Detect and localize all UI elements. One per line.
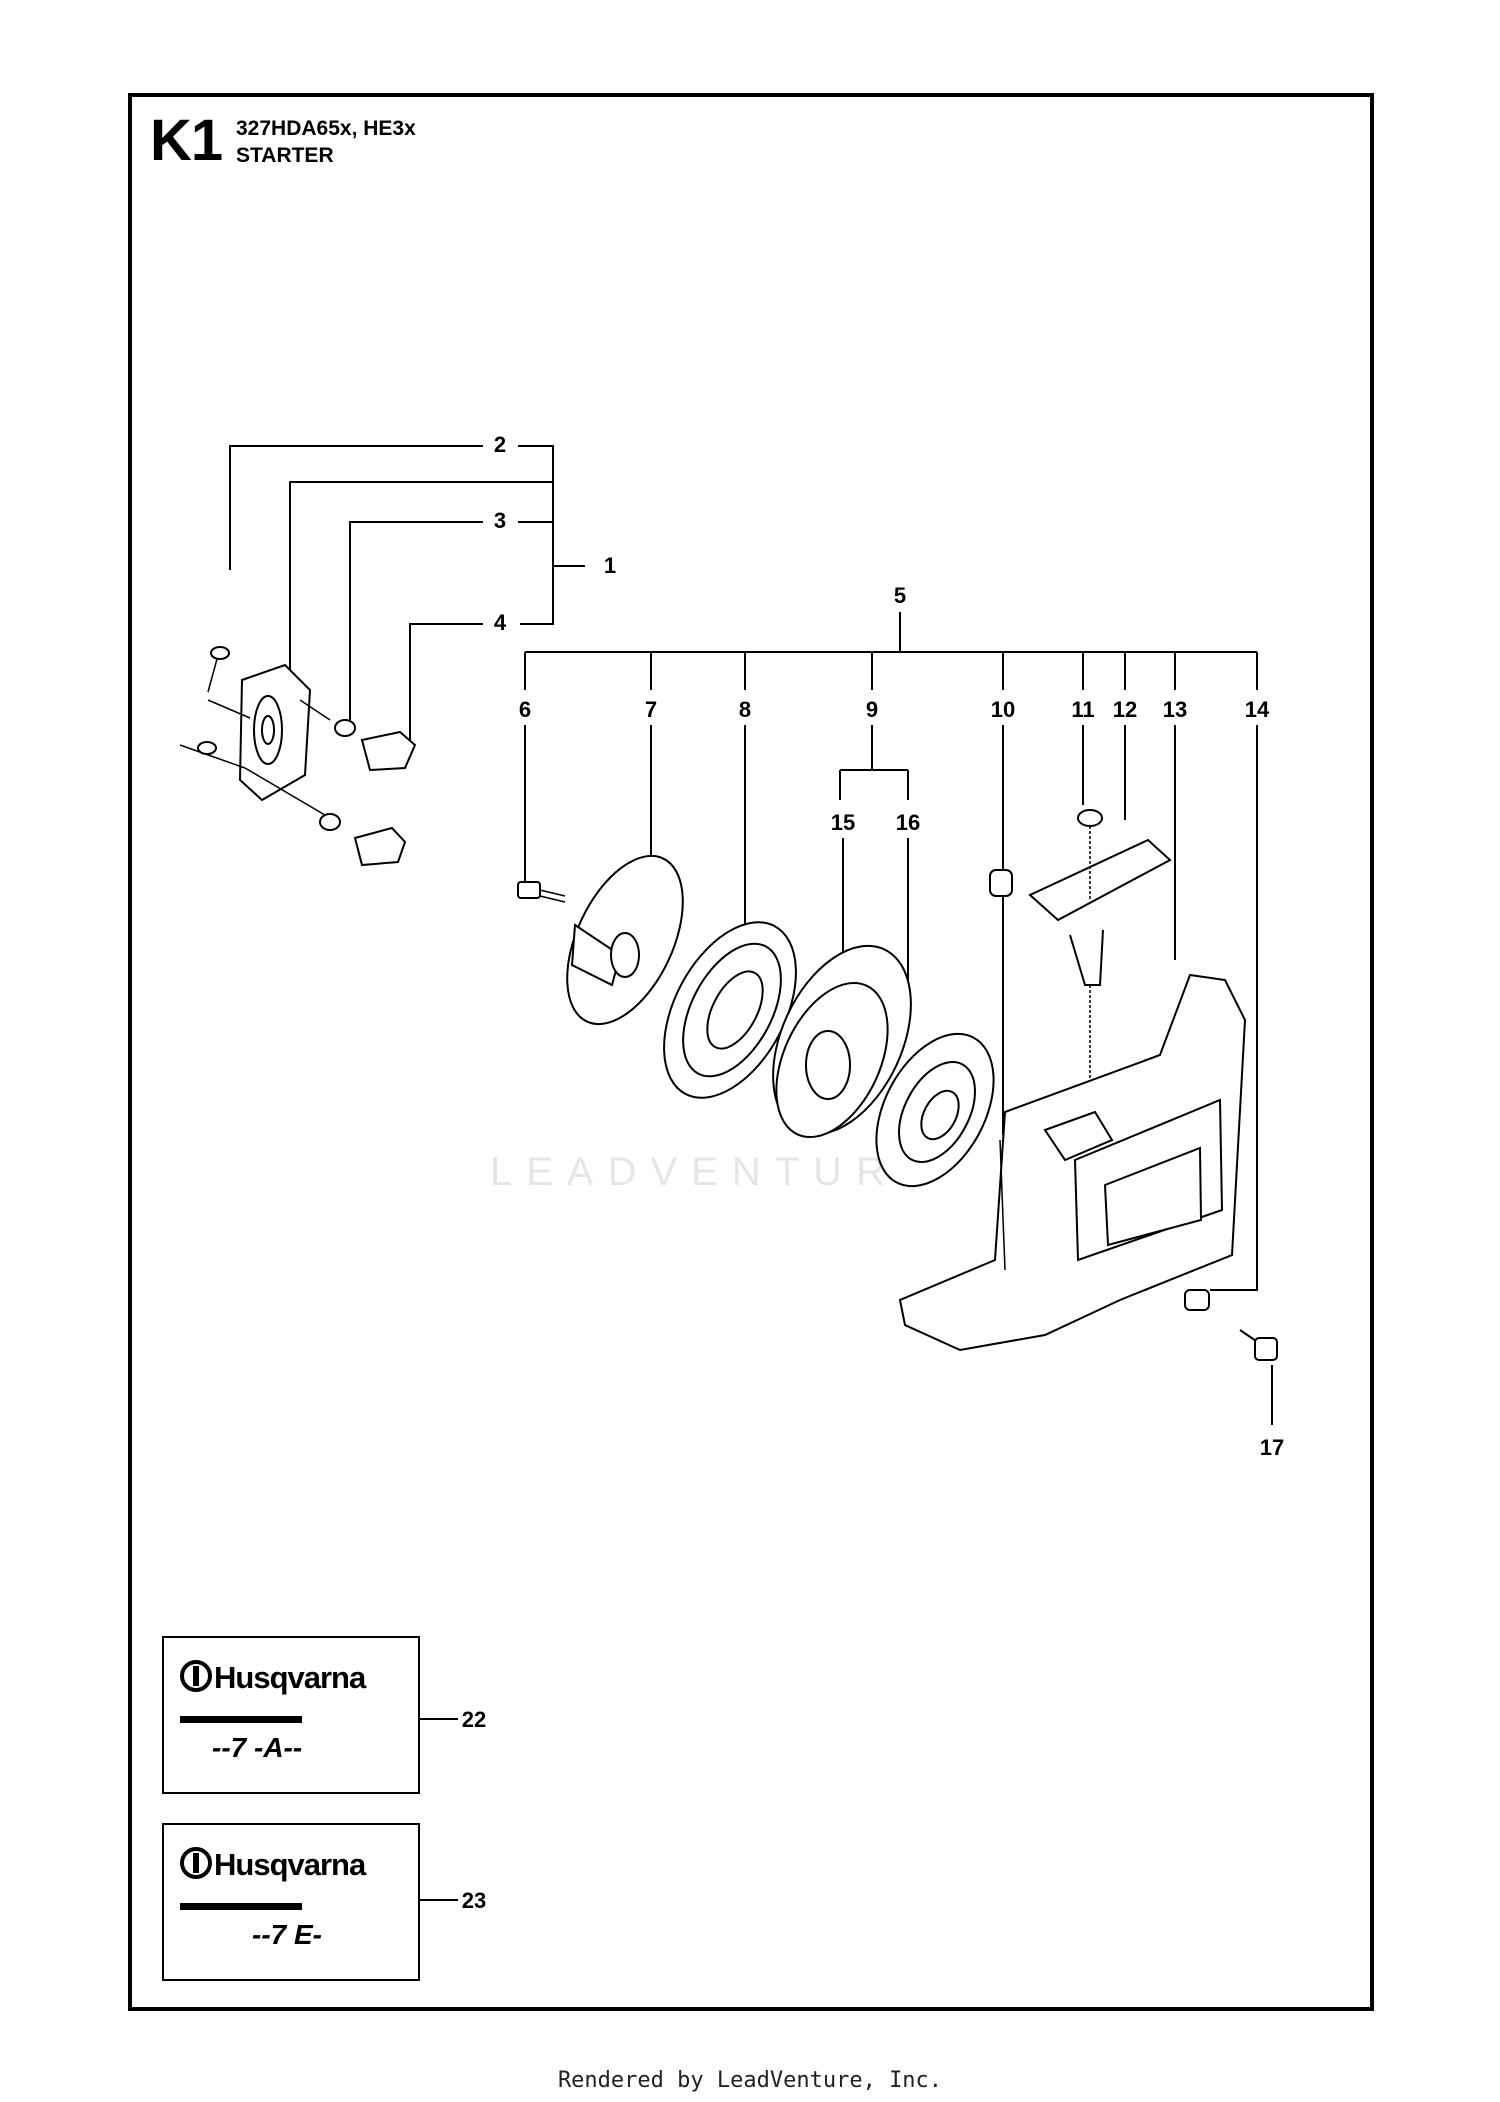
callout-12: 12 — [1113, 697, 1137, 722]
callout-7: 7 — [645, 697, 657, 722]
leader-4 — [409, 623, 483, 740]
callout-17: 17 — [1260, 1435, 1284, 1460]
brand-logo: Husqvarna — [180, 1660, 366, 1696]
callout-6: 6 — [519, 697, 531, 722]
screw-6-drawing — [517, 881, 566, 903]
spring-16-drawing — [875, 1032, 995, 1188]
callout-5: 5 — [894, 583, 906, 608]
leader-9 — [839, 725, 909, 800]
spring-8-drawing — [663, 921, 797, 1099]
callout-16: 16 — [896, 810, 920, 835]
decal-23: Husqvarna --7 E- — [162, 1823, 420, 1981]
leader-3 — [349, 521, 483, 722]
callout-22: 22 — [462, 1707, 486, 1732]
brand-logo: Husqvarna — [180, 1847, 366, 1883]
footer-credit: Rendered by LeadVenture, Inc. — [557, 2068, 943, 2093]
callout-numbers: 2 3 4 1 5 6 7 8 9 10 11 12 13 14 15 16 1… — [462, 432, 1284, 1913]
bracket-1 — [518, 445, 554, 625]
husqvarna-logo-icon — [180, 1847, 212, 1879]
callout-14: 14 — [1245, 697, 1270, 722]
brand-name: Husqvarna — [214, 1660, 366, 1695]
callout-11: 11 — [1071, 697, 1094, 722]
decal-model-text: --7 E- — [252, 1919, 322, 1950]
callout-9: 9 — [866, 697, 878, 722]
callout-3: 3 — [494, 508, 506, 533]
callout-10: 10 — [991, 697, 1015, 722]
decal-bar — [180, 1903, 302, 1910]
leader-2 — [229, 445, 483, 570]
brand-name: Husqvarna — [214, 1847, 366, 1882]
callout-4: 4 — [494, 610, 507, 635]
bushing-10-drawing — [989, 869, 1013, 897]
callout-13: 13 — [1163, 697, 1187, 722]
callout-8: 8 — [739, 697, 751, 722]
part-drawings — [179, 646, 1278, 1361]
screw-17-drawing — [1184, 1289, 1278, 1361]
leader-lines — [229, 445, 1273, 1901]
callout-1: 1 — [604, 553, 616, 578]
sheet-code: K1 — [150, 108, 223, 173]
callout-2: 2 — [494, 432, 506, 457]
pawl-assembly-drawing — [179, 646, 417, 867]
decal-model-text: --7 -A-- — [212, 1732, 303, 1763]
assembly-title: STARTER — [236, 144, 334, 167]
pulley-15-drawing — [772, 944, 912, 1139]
callout-23: 23 — [462, 1888, 486, 1913]
decal-bar — [180, 1716, 302, 1723]
handle-12-drawing — [1028, 809, 1172, 1120]
callout-15: 15 — [831, 810, 855, 835]
decal-22: Husqvarna --7 -A-- — [162, 1636, 420, 1794]
leader-14 — [1210, 725, 1258, 1291]
model-list: 327HDA65x, HE3x — [236, 117, 416, 140]
diagram-frame — [128, 93, 1374, 2011]
flange-7-drawing — [566, 854, 684, 1026]
watermark: LEADVENTURE — [490, 1150, 940, 1194]
starter-housing-13-drawing — [898, 973, 1247, 1352]
husqvarna-logo-icon — [180, 1660, 212, 1692]
